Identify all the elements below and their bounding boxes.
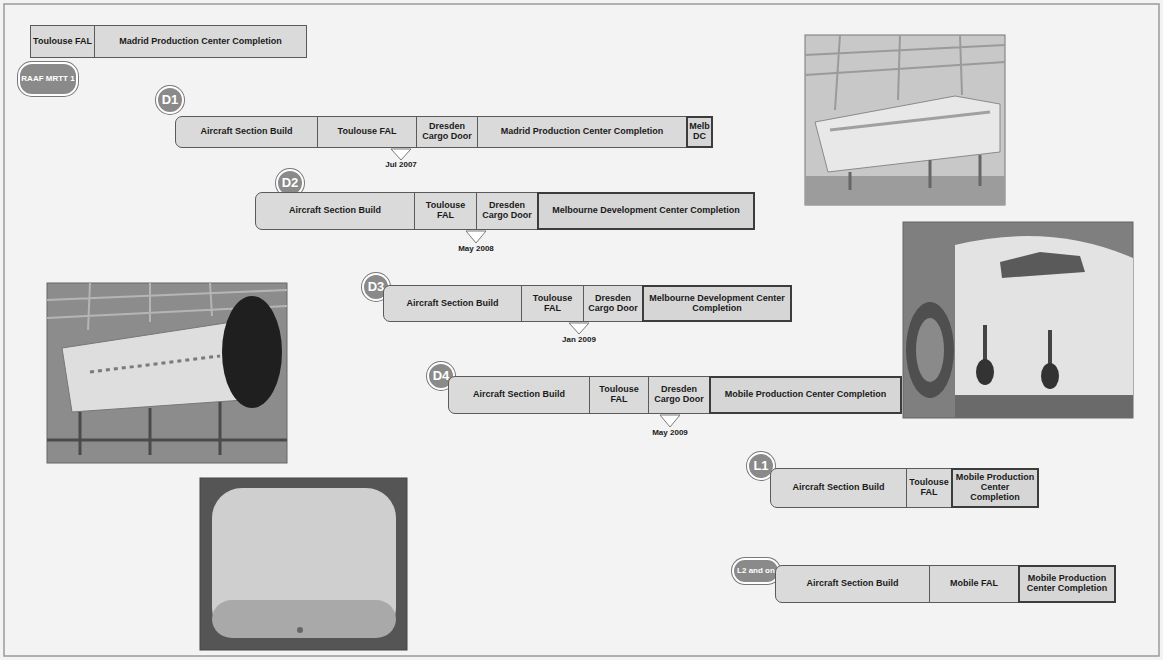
stage-segment: Dresden Cargo Door (416, 116, 478, 148)
segment-text: Dresden Cargo Door (651, 385, 707, 404)
badge-text: L2 and on (737, 567, 775, 575)
stage-segment: Melb DC (686, 116, 713, 148)
badge-text: D3 (368, 280, 385, 294)
badge-text: D2 (282, 176, 299, 190)
page-frame (4, 4, 1159, 656)
segment-text: Madrid Production Center Completion (119, 37, 282, 47)
stage-segment: Aircraft Section Build (255, 192, 415, 230)
segment-text: Mobile Production Center Completion (955, 473, 1035, 502)
segment-text: Toulouse FAL (909, 478, 949, 497)
segment-text: Aircraft Section Build (200, 127, 292, 137)
segment-text: Dresden Cargo Door (479, 201, 535, 220)
milestone-badge: L2 and on (732, 558, 780, 584)
stage-segment: Aircraft Section Build (175, 116, 318, 148)
badge-text: L1 (753, 459, 768, 473)
milestone-badge: D1 (156, 86, 184, 114)
stage-segment: Aircraft Section Build (770, 468, 907, 508)
stage-segment: Dresden Cargo Door (583, 285, 643, 322)
segment-text: Toulouse FAL (33, 37, 92, 47)
stage-segment: Melbourne Development Center Completion (642, 285, 792, 322)
badge-text: RAAF MRTT 1 (21, 75, 74, 83)
date-label: Jan 2009 (562, 335, 596, 344)
segment-text: Aircraft Section Build (406, 299, 498, 309)
stage-segment: Toulouse FAL (30, 25, 95, 58)
stage-segment: Toulouse FAL (906, 468, 952, 508)
segment-text: Dresden Cargo Door (419, 122, 475, 141)
segment-text: Toulouse FAL (592, 385, 646, 404)
segment-text: Aircraft Section Build (792, 483, 884, 493)
stage-segment: Dresden Cargo Door (476, 192, 538, 230)
fuselage-photo (47, 283, 287, 463)
date-label: May 2008 (458, 244, 494, 253)
stage-segment: Toulouse FAL (589, 376, 649, 414)
stage-segment: Aircraft Section Build (775, 565, 930, 603)
stage-segment: Aircraft Section Build (383, 285, 522, 322)
segment-text: Dresden Cargo Door (586, 294, 640, 313)
stage-segment: Mobile FAL (929, 565, 1019, 603)
stage-segment: Mobile Production Center Completion (709, 376, 902, 414)
segment-text: Aircraft Section Build (289, 206, 381, 216)
stage-segment: Madrid Production Center Completion (94, 25, 307, 58)
segment-text: Melbourne Development Center Completion (552, 206, 740, 216)
segment-text: Mobile FAL (950, 579, 998, 589)
milestone-badge: RAAF MRTT 1 (18, 62, 78, 96)
segment-text: Toulouse FAL (338, 127, 397, 137)
stage-segment: Mobile Production Center Completion (1018, 565, 1116, 603)
date-label: Jul 2007 (385, 160, 417, 169)
hangar-photo (805, 35, 1005, 205)
stage-segment: Dresden Cargo Door (648, 376, 710, 414)
segment-text: Aircraft Section Build (473, 390, 565, 400)
stage-segment: Madrid Production Center Completion (477, 116, 687, 148)
stage-segment: Melbourne Development Center Completion (537, 192, 755, 230)
badge-text: D1 (162, 93, 179, 107)
segment-text: Toulouse FAL (417, 201, 474, 220)
segment-text: Melbourne Development Center Completion (646, 294, 788, 313)
stage-segment: Toulouse FAL (414, 192, 477, 230)
stage-segment: Aircraft Section Build (448, 376, 590, 414)
segment-text: Mobile Production Center Completion (725, 390, 887, 400)
stage-segment: Toulouse FAL (317, 116, 417, 148)
badge-text: D4 (433, 369, 450, 383)
cargo-door-photo (200, 478, 407, 650)
nose-section-photo (903, 222, 1133, 418)
stage-segment: Mobile Production Center Completion (951, 468, 1039, 508)
segment-text: Toulouse FAL (524, 294, 581, 313)
date-label: May 2009 (652, 428, 688, 437)
segment-text: Melb DC (689, 122, 710, 141)
segment-text: Madrid Production Center Completion (501, 127, 664, 137)
segment-text: Aircraft Section Build (806, 579, 898, 589)
stage-segment: Toulouse FAL (521, 285, 584, 322)
segment-text: Mobile Production Center Completion (1022, 574, 1112, 593)
